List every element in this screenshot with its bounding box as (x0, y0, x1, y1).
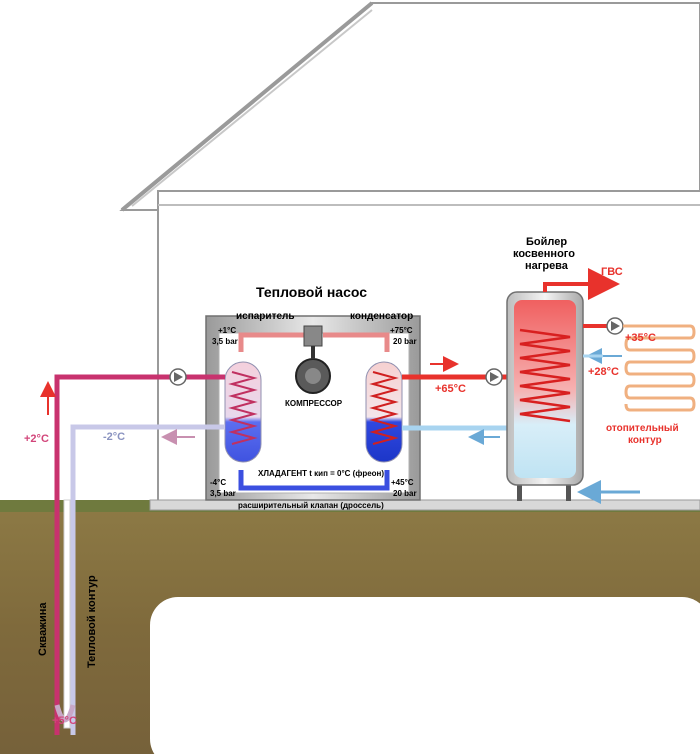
evaporator-temp-bottom: -4°C (210, 478, 227, 487)
well-label: Скважина (37, 602, 49, 656)
well-bottom-temp: +5°C (52, 715, 77, 727)
condenser-temp-top: +75°C (390, 326, 413, 335)
diagram-title: Тепловой насос (256, 284, 368, 300)
evaporator-label: испаритель (236, 311, 295, 322)
condenser-temp-bottom: +45°C (391, 478, 414, 487)
heating-circuit-label-2: контур (628, 435, 662, 446)
condenser-pressure-top: 20 bar (393, 337, 417, 346)
boiler-label-3: нагрева (525, 260, 568, 272)
evaporator-pressure-bottom: 3,5 bar (210, 489, 236, 498)
heating-supply-temp: +35°C (625, 332, 657, 344)
heating-circuit-label-1: отопительный (606, 423, 679, 434)
condenser-pressure-bottom: 20 bar (393, 489, 417, 498)
compressor-label: КОМПРЕССОР (285, 399, 343, 408)
supply-temp: +65°C (435, 383, 467, 395)
expansion-valve-label: расширительный клапан (дроссель) (238, 501, 384, 510)
evaporator-pressure-top: 3,5 bar (212, 337, 238, 346)
boiler-label-2: косвенного (513, 248, 575, 260)
brine-out-temp: -2°C (103, 431, 126, 443)
brine-in-temp: +2°C (24, 433, 49, 445)
refrigerant-label: ХЛАДАГЕНТ t кип = 0°С (фреон) (258, 469, 385, 478)
boiler-label-1: Бойлер (526, 236, 568, 248)
dhw-label: ГВС (601, 266, 623, 278)
condenser-label: конденсатор (350, 311, 414, 322)
heating-return-temp: +28°C (588, 366, 620, 378)
ground-loop-label: Тепловой контур (86, 575, 98, 668)
evaporator-temp-top: +1°C (218, 326, 237, 335)
